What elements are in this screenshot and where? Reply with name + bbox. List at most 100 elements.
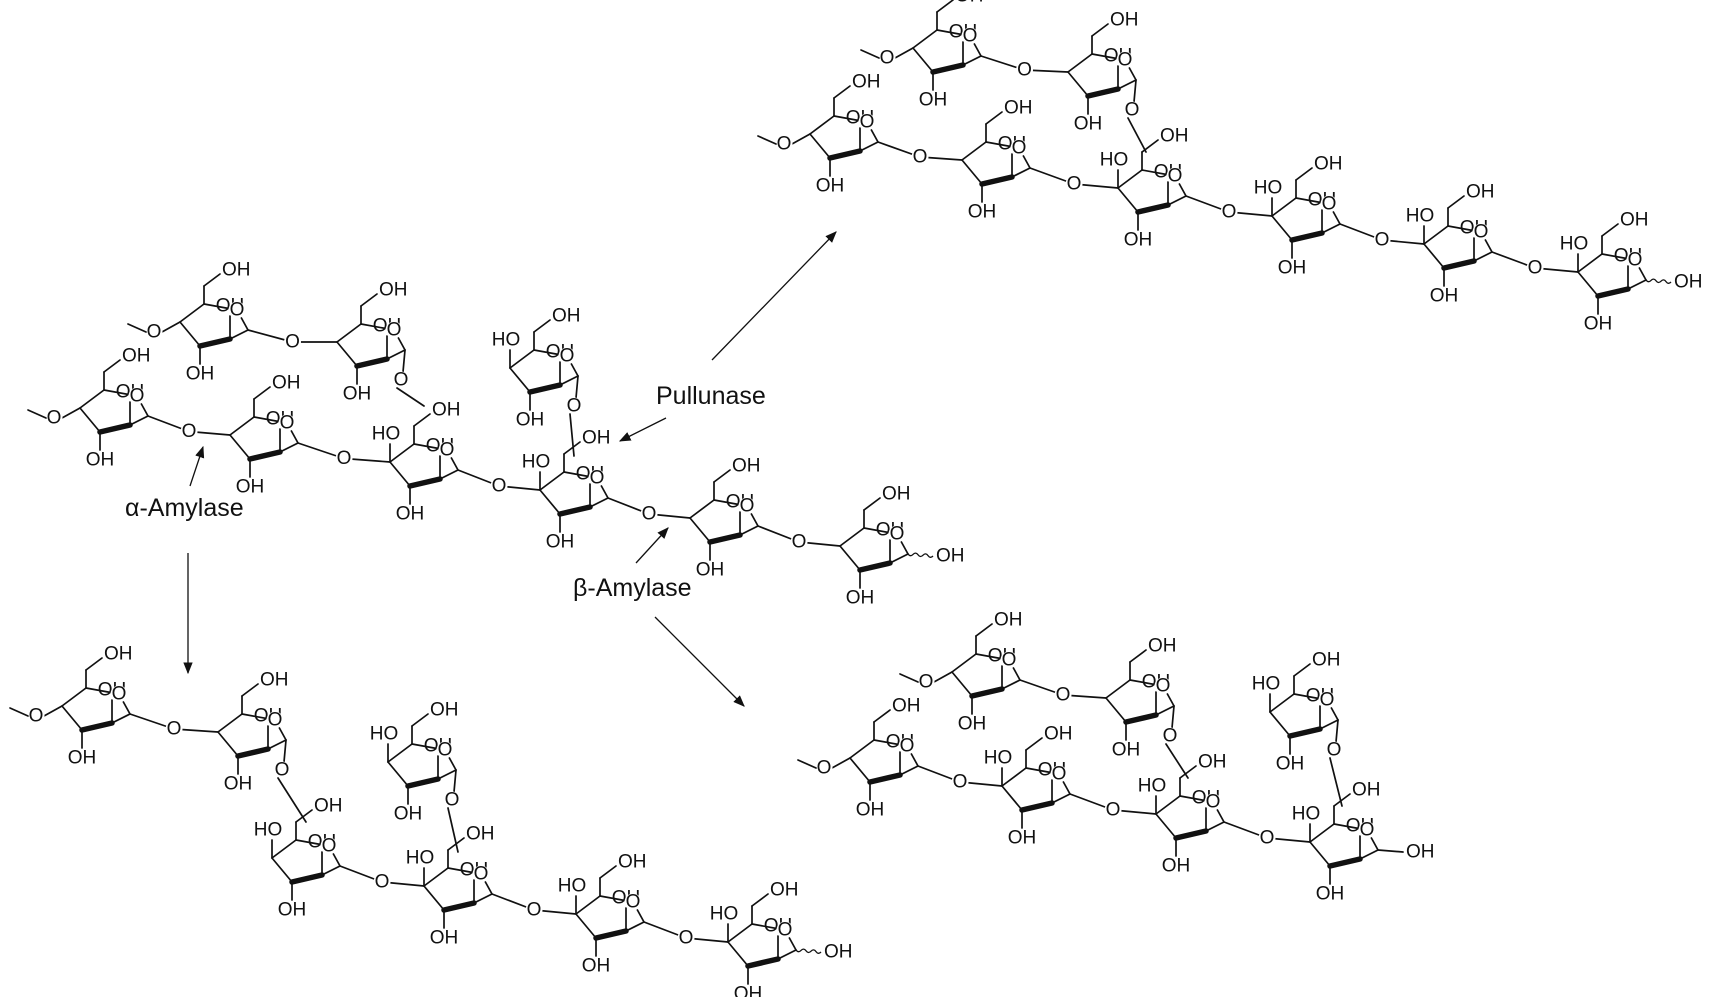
bold-bond: [1173, 828, 1209, 841]
hydroxyl-label: OH: [1352, 780, 1381, 801]
atom-mask: [911, 148, 929, 166]
alpha-amylase-product-molecule: OHOHOHOOOHOHOHOOOHOHOHOHOOHOHOHOHOOOHOHO…: [9, 644, 853, 997]
atom-mask: [436, 741, 454, 759]
ring-oxygen: O: [1322, 194, 1337, 215]
atom-mask: [27, 707, 45, 725]
bond: [179, 321, 201, 347]
hydroxyl-label: OH: [86, 450, 115, 471]
bond: [889, 553, 909, 564]
hydroxyl-label: OH: [186, 364, 215, 385]
atom-mask: [1016, 61, 1033, 79]
bond: [336, 323, 362, 343]
hydroxyl-label: OH: [824, 942, 853, 963]
atom-mask: [1526, 259, 1544, 277]
bond: [161, 321, 181, 333]
bond: [1271, 215, 1293, 241]
bond: [559, 375, 579, 386]
hydroxyl-label: OH: [1008, 828, 1037, 849]
atom-mask: [1123, 101, 1141, 119]
bond: [727, 941, 749, 967]
bond: [727, 923, 753, 943]
ring-oxygen: O: [860, 112, 875, 133]
bond: [831, 757, 851, 769]
bold-bond: [235, 746, 271, 759]
bond: [396, 387, 425, 407]
bond: [411, 713, 429, 727]
hydroxyl-label: OH: [260, 670, 289, 691]
glucose-unit: OHOHOHOHO: [558, 852, 647, 977]
bond: [439, 469, 459, 480]
bond: [79, 407, 101, 433]
glucose-unit: OHOHOHOHO: [1100, 126, 1189, 251]
hydroxyl-label: HO: [1406, 206, 1435, 227]
bond: [360, 293, 378, 307]
hydroxyl-label: HO: [372, 424, 401, 445]
hydroxyl-label: OH: [846, 588, 875, 609]
bond: [402, 349, 406, 373]
glycosidic-oxygen: O: [679, 928, 694, 949]
bond: [1001, 767, 1027, 787]
hydroxyl-label: OH: [272, 373, 301, 394]
bond: [975, 623, 993, 637]
bond: [229, 416, 255, 436]
hydroxyl-label: HO: [1254, 178, 1283, 199]
beta-amylase-product-molecule: OHOHOHOOOHOHOHOOOHOHOHOOOHOHOHOHOOOHOHOH…: [797, 610, 1435, 905]
hydroxyl-label: OH: [1466, 182, 1495, 203]
hydroxyl-label: OH: [1312, 650, 1341, 671]
bond: [453, 769, 457, 793]
hydroxyl-label: OH: [224, 774, 253, 795]
ring-oxygen: O: [590, 468, 605, 489]
bond: [111, 713, 131, 724]
hydroxyl-label: OH: [696, 560, 725, 581]
hydroxyl-label: HO: [1100, 150, 1129, 171]
hydroxyl-label: OH: [379, 280, 408, 301]
hydroxyl-label: OH: [278, 900, 307, 921]
bond: [849, 757, 871, 783]
atom-mask: [273, 761, 291, 779]
ring-oxygen: O: [1002, 650, 1017, 671]
branch-oxygen: O: [445, 790, 460, 811]
ring-oxygen: O: [1628, 250, 1643, 271]
atom-mask: [558, 347, 576, 365]
chain-oxygen: O: [817, 758, 832, 779]
hydroxyl-label: OH: [396, 504, 425, 525]
branch-oxygen: O: [394, 370, 409, 391]
bold-bond: [979, 174, 1015, 187]
bold-bond: [354, 356, 390, 369]
bond: [271, 839, 297, 859]
bond: [933, 671, 953, 683]
bond: [1295, 167, 1313, 181]
atom-mask: [45, 409, 63, 427]
bond: [713, 469, 731, 483]
glucose-unit: OHOHOHOHOOH: [710, 880, 853, 997]
bond: [277, 777, 307, 823]
atom-mask: [1472, 223, 1490, 241]
bond: [27, 409, 47, 419]
glycosidic-oxygen: O: [182, 421, 197, 442]
bond: [563, 441, 581, 455]
bond: [1473, 251, 1493, 262]
atom-mask: [951, 773, 969, 791]
bond: [271, 857, 293, 883]
bond: [1271, 197, 1297, 217]
glycosidic-oxygen: O: [375, 872, 390, 893]
glucose-unit: OHOHOHOHO: [1138, 752, 1227, 877]
bond: [386, 349, 406, 360]
atom-mask: [1373, 231, 1391, 249]
beta-amylase-label: β-Amylase: [573, 574, 692, 602]
bond: [899, 673, 919, 683]
hydroxyl-label: OH: [432, 400, 461, 421]
hydroxyl-label: OH: [1148, 636, 1177, 657]
atom-mask: [917, 673, 935, 691]
bond: [962, 55, 982, 66]
atom-mask: [1626, 251, 1644, 269]
hydroxyl-label: OH: [343, 384, 372, 405]
bond: [279, 442, 299, 453]
hydroxyl-label: OH: [1112, 740, 1141, 761]
bond: [961, 159, 983, 185]
hydroxyl-label: HO: [1138, 776, 1167, 797]
bond: [791, 133, 811, 145]
